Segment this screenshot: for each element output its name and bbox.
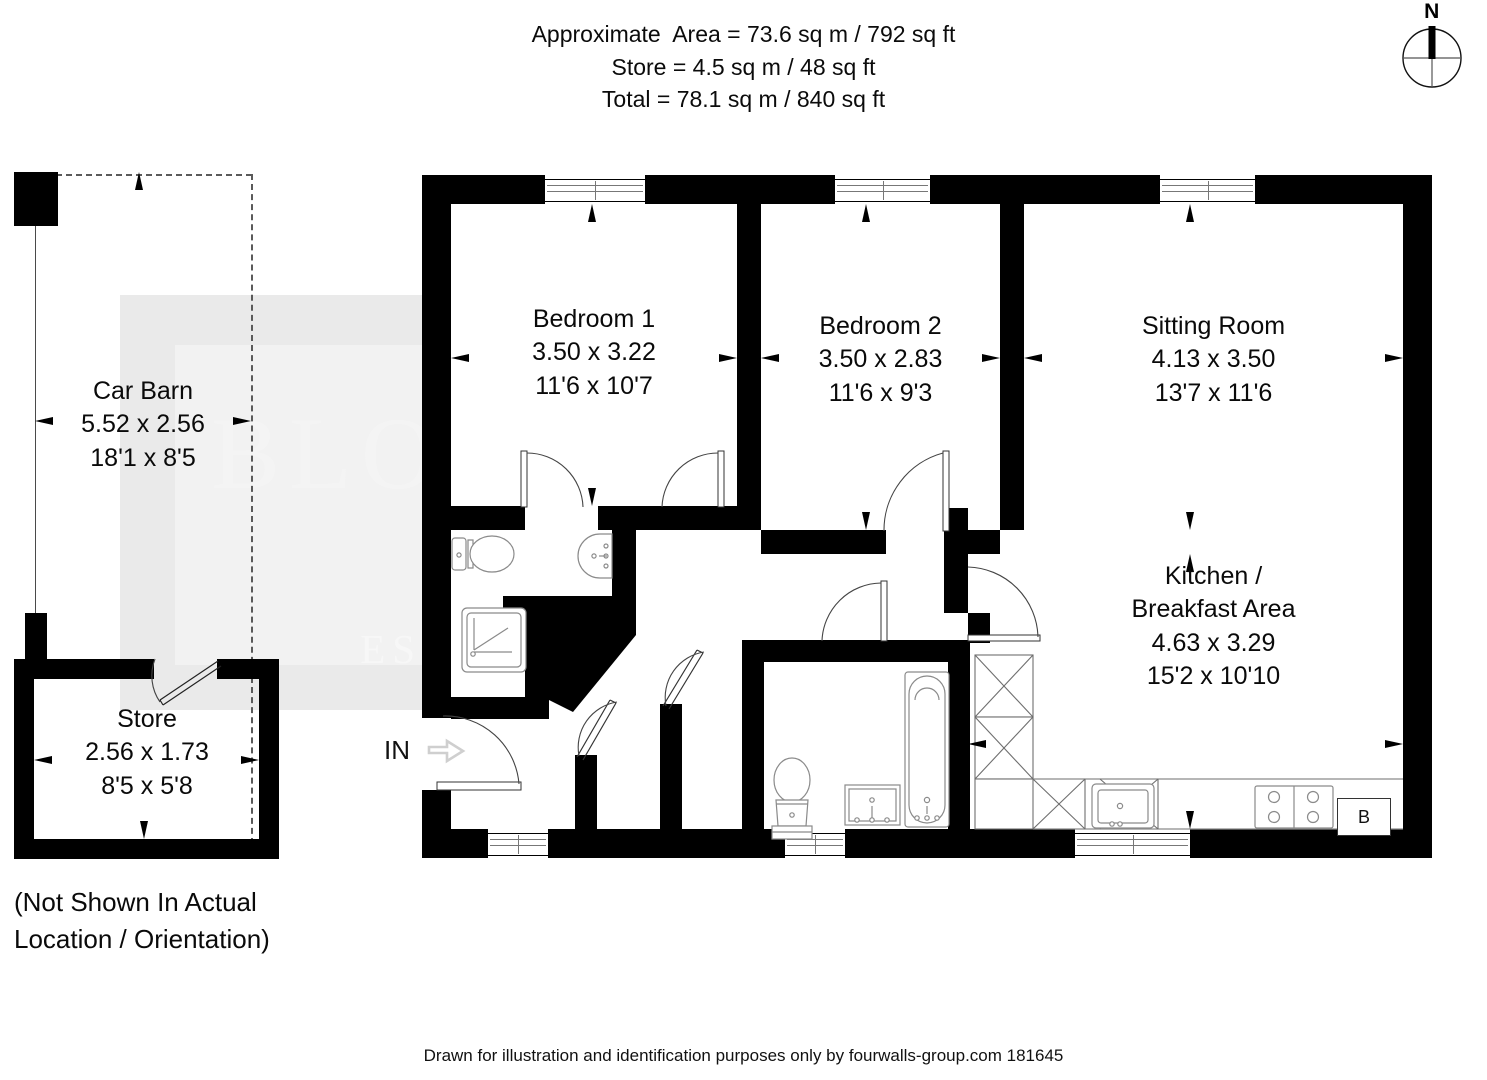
room-label-bedroom-1: Bedroom 1 3.50 x 3.22 11'6 x 10'7 [451, 303, 737, 403]
door-hall-2-icon [660, 649, 705, 722]
entrance-label: IN [384, 735, 410, 765]
door-bedroom-2-icon [883, 450, 950, 532]
store-area-line: Store = 4.5 sq m / 48 sq ft [611, 53, 876, 80]
car-barn-outline-left [35, 226, 36, 626]
window-sitting-room-front [1160, 179, 1255, 202]
window-kitchen-rear [1075, 833, 1190, 856]
bathroom-basin-icon [844, 784, 901, 826]
door-kitchen-icon [967, 566, 1041, 642]
bedroom-2-metric: 3.50 x 2.83 [818, 345, 943, 374]
window-hall-rear [488, 833, 548, 856]
boiler-box: B [1337, 798, 1391, 836]
store-metric: 2.56 x 1.73 [85, 738, 209, 767]
bathroom-toilet-icon [771, 757, 813, 840]
room-label-sitting-room: Sitting Room 4.13 x 3.50 13'7 x 11'6 [1024, 310, 1403, 410]
total-area-line: Total = 78.1 sq m / 840 sq ft [601, 86, 886, 113]
wall-shower-right [525, 612, 549, 700]
store-door-icon [151, 658, 222, 706]
sitting-room-imperial: 13'7 x 11'6 [1154, 378, 1273, 407]
window-bedroom-1-front [545, 179, 645, 202]
store-wall-bottom [14, 839, 279, 859]
compass-icon [1402, 26, 1462, 88]
car-barn-metric: 5.52 x 2.56 [81, 410, 205, 439]
door-bathroom-icon [821, 580, 888, 642]
bedroom-1-name: Bedroom 1 [532, 305, 656, 333]
store-stub-wall [25, 613, 47, 665]
wall-bedroom2-bottom-left [761, 530, 886, 554]
car-barn-imperial: 18'1 x 8'5 [90, 443, 196, 472]
room-label-kitchen: Kitchen / Breakfast Area 4.63 x 3.29 15'… [1024, 560, 1403, 693]
footer-credit: Drawn for illustration and identificatio… [423, 1046, 1064, 1065]
bedroom-1-imperial: 11'6 x 10'7 [535, 371, 653, 400]
car-barn-outline-top [56, 174, 252, 176]
wall-hall-stub-1 [575, 755, 597, 835]
exterior-wall-right [1403, 175, 1432, 858]
sitting-room-metric: 4.13 x 3.50 [1151, 345, 1276, 374]
store-wall-top-left [14, 659, 154, 679]
door-entrance-icon [436, 715, 522, 791]
wc-basin-icon [577, 533, 613, 579]
hall-cupboard-units-icon [974, 654, 1034, 830]
partition-bedroom1-bedroom2 [737, 175, 761, 530]
wall-bedroom2-bottom-right [944, 530, 1000, 554]
store-wall-left [14, 659, 34, 859]
wall-bedroom1-bottom-left [451, 506, 525, 530]
car-barn-post [14, 172, 58, 226]
shower-tray-icon [461, 607, 527, 673]
room-label-car-barn: Car Barn 5.52 x 2.56 18'1 x 8'5 [35, 375, 251, 475]
compass-rose: N [1396, 0, 1468, 94]
wall-bedroom1-bottom-right [598, 506, 737, 530]
wall-bathroom-left [742, 640, 764, 835]
car-barn-name: Car Barn [92, 377, 194, 405]
kitchen-name-line-2: Breakfast Area [1131, 595, 1296, 624]
door-hall-wc-icon [661, 450, 725, 508]
door-hall-1-icon [575, 699, 618, 772]
wall-hall-stub-2 [660, 704, 682, 835]
not-shown-caption: (Not Shown In Actual Location / Orientat… [14, 884, 354, 958]
kitchen-imperial: 15'2 x 10'10 [1146, 661, 1281, 690]
exterior-wall-top-c [930, 175, 1160, 204]
kitchen-metric: 4.63 x 3.29 [1151, 628, 1276, 657]
kitchen-hob-icon [1254, 785, 1334, 829]
kitchen-name-line-1: Kitchen / [1164, 562, 1263, 590]
exterior-wall-left-upper [422, 175, 451, 718]
room-label-store: Store 2.56 x 1.73 8'5 x 5'8 [34, 703, 260, 803]
not-shown-line-2: Location / Orientation) [14, 923, 270, 954]
partition-bedroom2-sitting [1000, 175, 1024, 530]
car-barn-outline-right [251, 174, 253, 854]
store-name: Store [117, 705, 177, 733]
area-summary: Approximate Area = 73.6 sq m / 792 sq ft… [0, 18, 1487, 116]
not-shown-line-1: (Not Shown In Actual [14, 887, 257, 917]
bedroom-2-name: Bedroom 2 [819, 312, 942, 340]
wall-wc-bottom-strip [451, 697, 549, 719]
store-wall-right [259, 659, 279, 859]
exterior-wall-bottom-d [1190, 829, 1432, 858]
bath-tub-icon [904, 671, 950, 828]
wall-bathroom-top [742, 640, 968, 662]
bedroom-2-imperial: 11'6 x 9'3 [828, 378, 933, 407]
kitchen-sink-icon [1091, 783, 1155, 829]
sitting-room-name: Sitting Room [1141, 312, 1286, 340]
door-bedroom-1-icon [520, 450, 584, 508]
wall-bathroom-right [948, 640, 970, 835]
approximate-area-line: Approximate Area = 73.6 sq m / 792 sq ft [531, 21, 956, 47]
wc-toilet-icon [451, 535, 515, 573]
window-bedroom-2-front [835, 179, 930, 202]
exterior-wall-top-d [1255, 175, 1432, 204]
boiler-label: B [1357, 806, 1370, 827]
dimension-tick-marks [451, 204, 1403, 829]
bedroom-1-metric: 3.50 x 3.22 [532, 338, 656, 367]
room-label-bedroom-2: Bedroom 2 3.50 x 2.83 11'6 x 9'3 [761, 310, 1000, 410]
exterior-wall-bottom-a [422, 829, 488, 858]
right-arrow-icon [427, 738, 466, 764]
compass-north-label: N [1424, 0, 1440, 23]
store-imperial: 8'5 x 5'8 [101, 771, 193, 800]
